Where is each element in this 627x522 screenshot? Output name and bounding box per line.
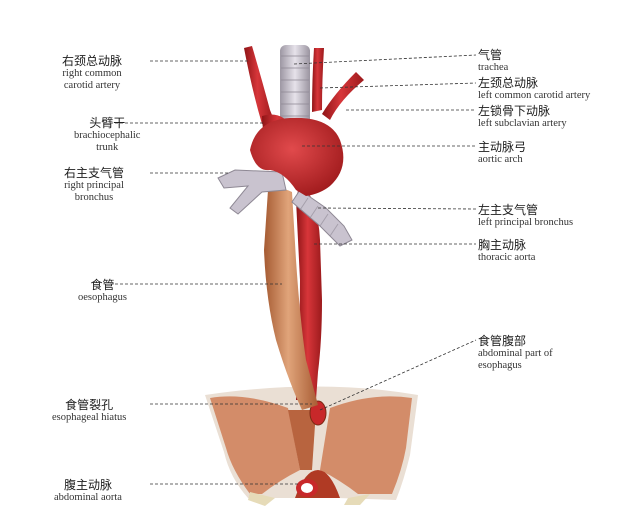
label-zh: 气管 (478, 48, 503, 62)
label-zh: 左锁骨下动脉 (478, 104, 551, 118)
esophagus-shape (264, 188, 318, 410)
label-abdominal-esophagus: 食管腹部 abdominal part of esophagus (478, 334, 553, 371)
label-zh: 胸主动脉 (478, 238, 527, 252)
label-en: oesophagus (78, 292, 127, 303)
label-zh: 食管 (90, 278, 115, 292)
label-esophageal-hiatus: 食管裂孔 esophageal hiatus (52, 398, 126, 424)
label-left-subclavian: 左锁骨下动脉 left subclavian artery (478, 104, 567, 130)
label-en: bronchus (74, 191, 114, 203)
label-zh: 右主支气管 (64, 166, 125, 180)
label-right-bronchus: 右主支气管 right principal bronchus (64, 166, 124, 203)
label-en: left subclavian artery (478, 118, 567, 129)
label-oesophagus: 食管 oesophagus (78, 278, 127, 304)
label-trachea: 气管 trachea (478, 48, 508, 74)
label-abdominal-aorta: 腹主动脉 abdominal aorta (54, 478, 122, 504)
label-aortic-arch: 主动脉弓 aortic arch (478, 140, 526, 166)
left-bronchus-shape (291, 189, 353, 247)
label-en: right common (62, 68, 122, 79)
label-en: aortic arch (478, 154, 523, 165)
label-zh: 食管腹部 (478, 334, 527, 348)
label-en: left common carotid artery (478, 90, 591, 101)
label-en: trachea (478, 62, 509, 73)
label-en: thoracic aorta (478, 252, 536, 263)
label-en: trunk (96, 141, 119, 153)
label-zh: 腹主动脉 (63, 478, 112, 492)
label-en: abdominal aorta (54, 492, 122, 503)
label-zh: 食管裂孔 (65, 398, 114, 412)
label-en: left principal bronchus (478, 217, 574, 228)
label-en: esophagus (478, 359, 522, 371)
label-en: esophageal hiatus (52, 412, 127, 423)
label-left-common-carotid: 左颈总动脉 left common carotid artery (478, 76, 590, 102)
right-bronchus-shape (217, 169, 287, 215)
label-right-common-carotid: 右颈总动脉 right common carotid artery (62, 54, 122, 91)
label-en: brachiocephalic (74, 130, 141, 141)
label-brachiocephalic: 头臂干 brachiocephalic trunk (74, 116, 140, 153)
label-en: abdominal part of (478, 348, 553, 359)
label-zh: 左颈总动脉 (478, 76, 539, 90)
diaphragm (205, 386, 418, 506)
label-en: carotid artery (63, 79, 121, 91)
label-zh: 主动脉弓 (478, 140, 527, 154)
label-zh: 左主支气管 (478, 203, 539, 217)
aortic-arch-shape (244, 46, 364, 196)
label-zh: 头臂干 (89, 116, 126, 130)
label-left-bronchus: 左主支气管 left principal bronchus (478, 203, 573, 229)
label-thoracic-aorta: 胸主动脉 thoracic aorta (478, 238, 535, 264)
label-en: right principal (64, 180, 124, 191)
label-zh: 右颈总动脉 (62, 54, 123, 68)
